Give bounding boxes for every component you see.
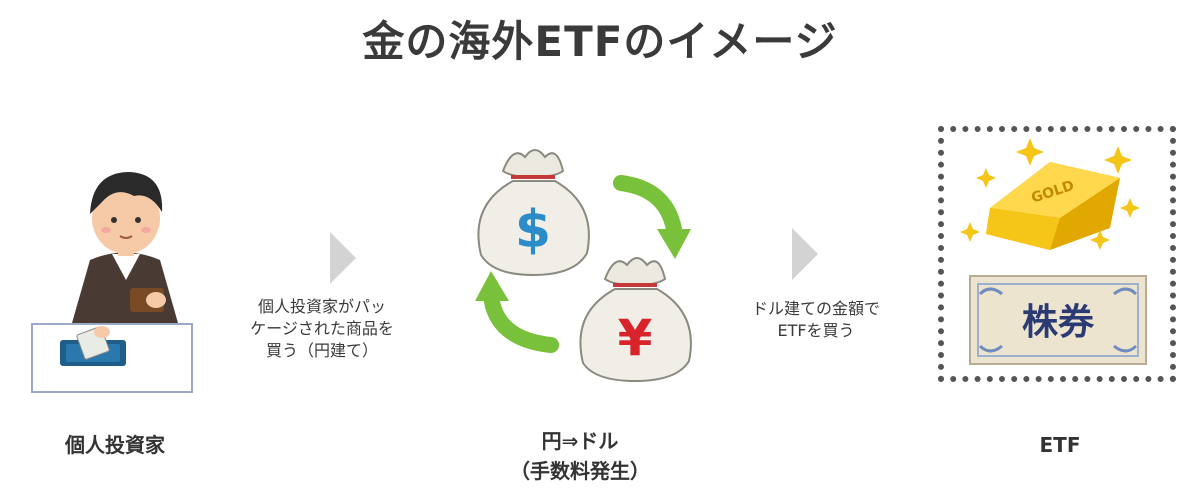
note-left-line2: ケージされた商品を — [250, 319, 394, 338]
note-right-line2: ETFを買う — [777, 321, 855, 340]
currency-exchange-illustration: $ ¥ — [475, 149, 692, 383]
investor-illustration — [31, 172, 193, 393]
yen-symbol: ¥ — [618, 309, 653, 367]
note-left-line1: 個人投資家がパッ — [257, 297, 386, 316]
investor-label: 個人投資家 — [65, 433, 165, 457]
dollar-symbol: $ — [515, 200, 551, 260]
note-right: ドル建ての金額で ETFを買う — [716, 298, 916, 342]
green-arrow-left-icon — [483, 287, 559, 353]
flow-arrow-2 — [792, 228, 818, 280]
exchange-label: 円⇒ドル （手数料発生） — [480, 426, 680, 486]
sparkle-icon — [960, 138, 1140, 250]
dollar-bag-icon: $ — [477, 149, 590, 277]
etf-label: ETF — [1039, 433, 1081, 457]
note-left-line3: 買う（円建て） — [265, 341, 378, 360]
exchange-label-line1: 円⇒ドル — [541, 429, 619, 453]
etf-frame — [938, 126, 1176, 382]
exchange-label-line2: （手数料発生） — [510, 459, 650, 483]
note-right-line1: ドル建ての金額で — [751, 299, 880, 318]
etf-illustration: GOLD 株券 — [960, 138, 1147, 365]
stock-certificate-text: 株券 — [1022, 302, 1095, 343]
note-left: 個人投資家がパッ ケージされた商品を 買う（円建て） — [222, 296, 422, 362]
page-title: 金の海外ETFのイメージ — [362, 17, 838, 66]
gold-bar-icon: GOLD — [986, 162, 1120, 250]
flow-arrow-1 — [330, 232, 356, 284]
stock-certificate-icon: 株券 — [969, 275, 1147, 365]
yen-bag-icon: ¥ — [579, 257, 692, 383]
green-arrow-right-icon — [613, 175, 683, 243]
